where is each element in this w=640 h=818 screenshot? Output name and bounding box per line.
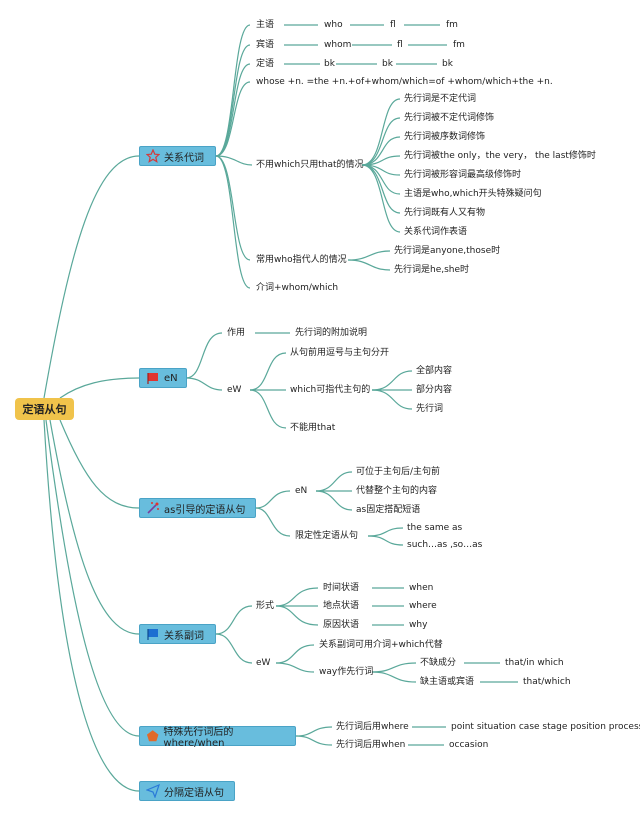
subtopic[interactable]: 地点状语 <box>323 601 360 611</box>
subtopic-value[interactable]: occasion <box>449 740 489 750</box>
topic-form[interactable]: 形式 <box>256 601 275 611</box>
subtopic[interactable]: 可位于主句后/主句前 <box>356 467 441 477</box>
subtopic[interactable]: 代替整个主句的内容 <box>356 486 438 496</box>
topic-ew[interactable]: eW <box>256 658 271 668</box>
flag-icon <box>147 373 158 384</box>
branch-as-clause[interactable]: as引导的定语从句 <box>139 498 256 518</box>
subtopic-value[interactable]: that/in which <box>505 658 564 668</box>
subtopic[interactable]: 先行词被序数词修饰 <box>404 132 486 142</box>
subtopic-value[interactable]: that/which <box>523 677 571 687</box>
branch-label: eN <box>164 372 178 384</box>
subtopic[interactable]: 原因状语 <box>323 620 360 630</box>
topic-value[interactable]: fm <box>446 20 458 30</box>
topic-subject[interactable]: 主语 <box>256 20 275 30</box>
topic-value[interactable]: bk <box>382 59 393 69</box>
subtopic[interactable]: 先行词 <box>416 404 444 414</box>
topic-ew[interactable]: eW <box>227 385 242 395</box>
topic-object[interactable]: 宾语 <box>256 40 275 50</box>
topic-function[interactable]: 作用 <box>227 328 246 338</box>
subtopic[interactable]: 主语是who,which开头特殊疑问句 <box>404 189 542 199</box>
subtopic[interactable]: such…as ,so…as <box>407 540 483 550</box>
subtopic-value[interactable]: when <box>409 583 434 593</box>
send-icon <box>146 784 160 798</box>
subtopic[interactable]: 部分内容 <box>416 385 453 395</box>
subtopic[interactable]: 从句前用逗号与主句分开 <box>290 348 390 358</box>
pentagon-icon <box>146 730 159 742</box>
subtopic-value[interactable]: why <box>409 620 428 630</box>
subtopic[interactable]: 先行词被形容词最高级修饰时 <box>404 170 522 180</box>
subtopic[interactable]: as固定搭配短语 <box>356 505 421 515</box>
wand-icon <box>147 502 159 514</box>
subtopic[interactable]: the same as <box>407 523 463 533</box>
subtopic[interactable]: 不能用that <box>290 423 336 433</box>
topic-value[interactable]: fm <box>453 40 465 50</box>
branch-split-clause[interactable]: 分隔定语从句 <box>139 781 235 801</box>
branch-relative-adverbs[interactable]: 关系副词 <box>139 624 216 644</box>
subtopic[interactable]: which可指代主句的 <box>290 385 371 395</box>
subtopic[interactable]: 不缺成分 <box>420 658 457 668</box>
subtopic-value[interactable]: where <box>409 601 437 611</box>
subtopic[interactable]: 先行词是he,she时 <box>394 265 470 275</box>
topic-value[interactable]: bk <box>442 59 453 69</box>
subtopic[interactable]: 先行词是不定代词 <box>404 94 477 104</box>
branch-label: as引导的定语从句 <box>164 504 246 516</box>
branch-label: 分隔定语从句 <box>164 787 224 799</box>
topic-value[interactable]: fl <box>390 20 396 30</box>
topic-where[interactable]: 先行词后用where <box>336 722 409 732</box>
topic-value[interactable]: whom <box>324 40 352 50</box>
branch-relative-pronouns[interactable]: 关系代词 <box>139 146 216 166</box>
branch-label: 特殊先行词后的where/when <box>163 727 234 749</box>
subtopic[interactable]: 先行词的附加说明 <box>295 328 368 338</box>
branch-label: 关系代词 <box>164 152 204 164</box>
topic-attributive[interactable]: 定语 <box>256 59 275 69</box>
subtopic[interactable]: 缺主语或宾语 <box>420 677 475 687</box>
topic-value[interactable]: who <box>324 20 343 30</box>
root-node[interactable]: 定语从句 <box>15 398 74 420</box>
branch-special-antecedent[interactable]: 特殊先行词后的where/when <box>139 726 296 749</box>
topic-restrictive[interactable]: 限定性定语从句 <box>295 531 359 541</box>
topic-prep-whom[interactable]: 介词+whom/which <box>256 283 339 293</box>
topic-value[interactable]: bk <box>324 59 335 69</box>
subtopic[interactable]: 关系代词作表语 <box>404 227 468 237</box>
branch-en[interactable]: eN <box>139 368 187 388</box>
subtopic[interactable]: 时间状语 <box>323 583 360 593</box>
topic-when[interactable]: 先行词后用when <box>336 740 406 750</box>
subtopic[interactable]: 全部内容 <box>416 366 453 376</box>
branch-label: 关系副词 <box>164 630 204 642</box>
subtopic-value[interactable]: point situation case stage position proc… <box>451 722 640 732</box>
flag-blue-icon <box>147 629 158 640</box>
subtopic[interactable]: 先行词是anyone,those时 <box>394 246 501 256</box>
subtopic[interactable]: 先行词被the only，the very， the last修饰时 <box>404 151 596 161</box>
topic-whose[interactable]: whose +n. =the +n.+of+whom/which=of +who… <box>256 77 553 87</box>
subtopic[interactable]: 关系副词可用介词+which代替 <box>319 640 443 650</box>
topic-who-person[interactable]: 常用who指代人的情况 <box>256 255 347 265</box>
subtopic[interactable]: way作先行词 <box>319 667 374 677</box>
star-icon <box>146 149 160 163</box>
subtopic[interactable]: 先行词被不定代词修饰 <box>404 113 495 123</box>
subtopic[interactable]: 先行词既有人又有物 <box>404 208 486 218</box>
topic-en[interactable]: eN <box>295 486 308 496</box>
topic-value[interactable]: fl <box>397 40 403 50</box>
topic-that-only[interactable]: 不用which只用that的情况 <box>256 160 364 170</box>
